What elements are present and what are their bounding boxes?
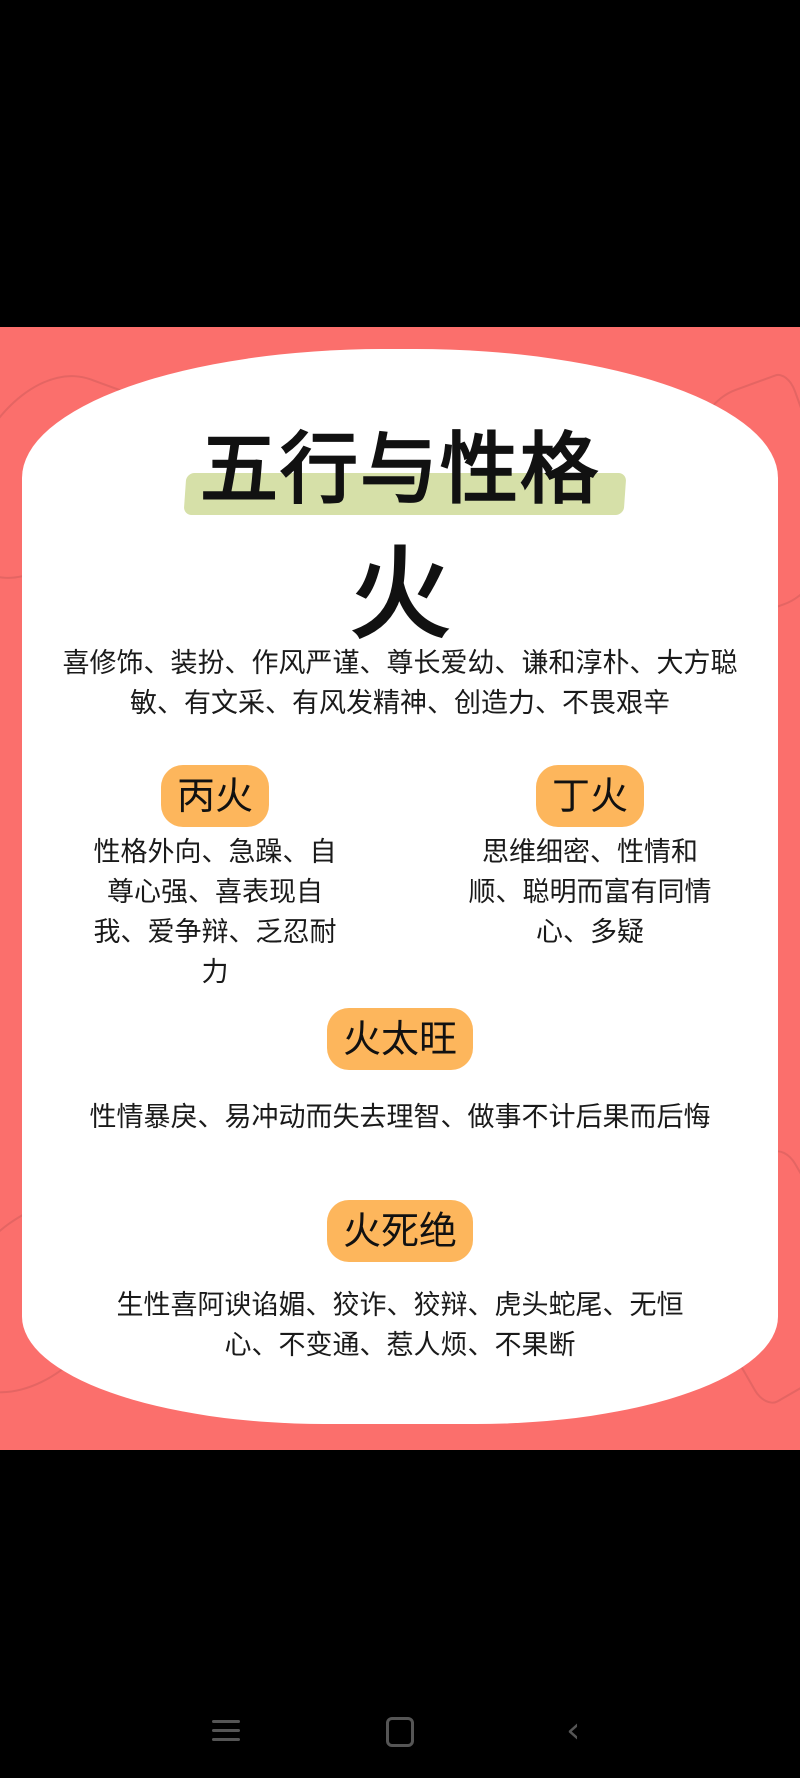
fire-too-strong-section: 火太旺 性情暴戾、易冲动而失去理智、做事不计后果而后悔 [0, 1008, 800, 1138]
home-icon[interactable] [386, 1717, 414, 1747]
system-nav-bar: ‹ [0, 1700, 800, 1760]
fire-too-strong-text: 性情暴戾、易冲动而失去理智、做事不计后果而后悔 [89, 1102, 711, 1133]
fire-dead-badge: 火死绝 [326, 1200, 473, 1262]
intro-text: 喜修饰、装扮、作风严谨、尊长爱幼、谦和淳朴、大方聪敏、有文采、有风发精神、创造力… [62, 648, 738, 719]
bing-fire-text: 性格外向、急躁、自尊心强、喜表现自我、爱争辩、乏忍耐力 [93, 837, 337, 988]
back-icon[interactable]: ‹ [566, 1710, 581, 1751]
fire-dead-text: 生性喜阿谀谄媚、狡诈、狡辩、虎头蛇尾、无恒心、不变通、惹人烦、不果断 [116, 1290, 684, 1361]
ding-fire-column: 丁火 思维细密、性情和顺、聪明而富有同情心、多疑 [460, 765, 720, 953]
bing-fire-column: 丙火 性格外向、急躁、自尊心强、喜表现自我、爱争辩、乏忍耐力 [90, 765, 340, 993]
element-heading: 火 [350, 536, 450, 653]
menu-icon[interactable] [212, 1720, 240, 1742]
page-title: 五行与性格 [199, 425, 600, 515]
title-block: 五行与性格 [0, 425, 800, 515]
fire-too-strong-badge: 火太旺 [326, 1008, 473, 1070]
bing-fire-badge: 丙火 [160, 765, 269, 827]
ding-fire-badge: 丁火 [535, 765, 644, 827]
ding-fire-text: 思维细密、性情和顺、聪明而富有同情心、多疑 [468, 837, 712, 948]
fire-dead-section: 火死绝 生性喜阿谀谄媚、狡诈、狡辩、虎头蛇尾、无恒心、不变通、惹人烦、不果断 [0, 1200, 800, 1366]
